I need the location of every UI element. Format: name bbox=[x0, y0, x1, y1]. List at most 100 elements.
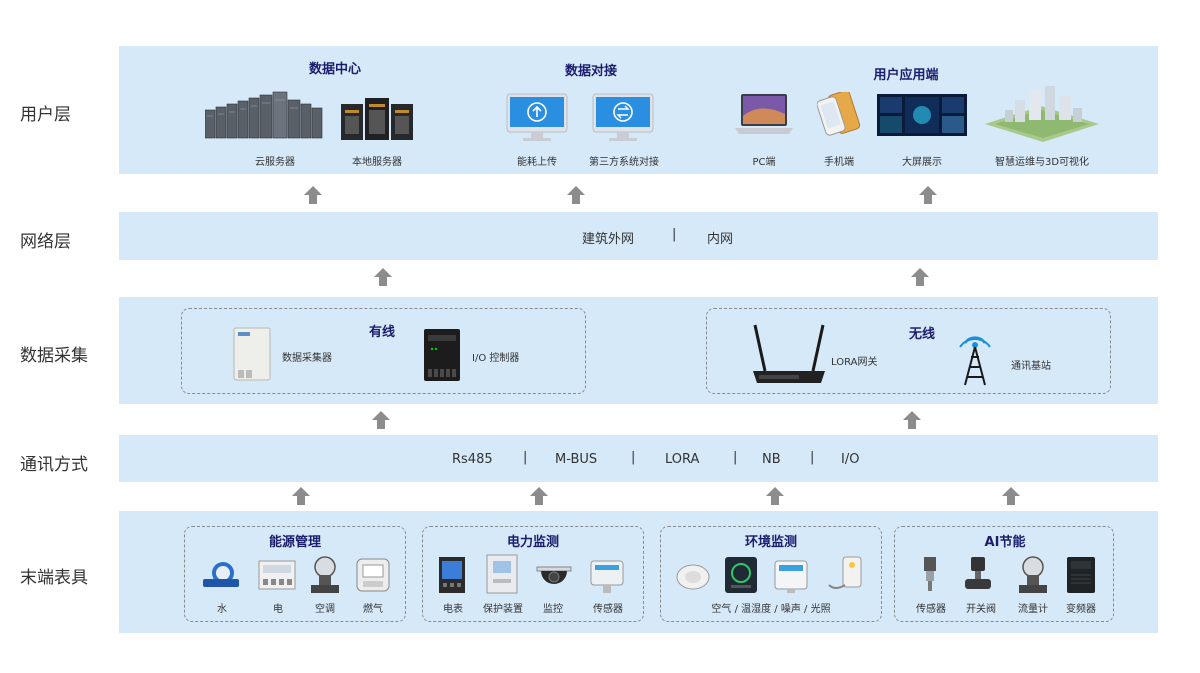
network-layer-band: 建筑外网 | 内网 bbox=[119, 212, 1158, 260]
wired-title: 有线 bbox=[368, 325, 395, 340]
power-meter-label: 电表 bbox=[443, 604, 463, 615]
power-sensor-icon bbox=[590, 560, 624, 593]
energy-group: 能源管理 水 电 空调 燃气 bbox=[184, 526, 406, 622]
ac-label: 空调 bbox=[315, 604, 335, 615]
phone-icon bbox=[817, 92, 861, 136]
comm-separator: | bbox=[631, 450, 636, 465]
local-server-label: 本地服务器 bbox=[352, 157, 402, 168]
campus-3d-icon bbox=[985, 86, 1099, 142]
flow-meter-icon bbox=[1019, 556, 1047, 593]
io-controller-label: I/O 控制器 bbox=[472, 353, 520, 364]
power-title: 电力监测 bbox=[506, 535, 559, 550]
data-collector-icon bbox=[233, 327, 271, 381]
water-meter-icon bbox=[203, 562, 239, 587]
arrow-up-icon bbox=[766, 487, 784, 505]
base-station-label: 通讯基站 bbox=[1011, 361, 1051, 372]
collect-layer-band: 有线 数据采集器 I/O 控制器 无线 LORA网关 通 bbox=[119, 297, 1158, 404]
env-group: 环境监测 空气 / 温湿度 / 噪声 / 光照 bbox=[660, 526, 882, 622]
inverter-icon bbox=[1067, 557, 1095, 593]
comm-separator: | bbox=[733, 450, 738, 465]
arrow-up-icon bbox=[567, 186, 585, 204]
layer-label-terminal: 末端表具 bbox=[20, 568, 88, 588]
electric-meter-icon bbox=[258, 560, 296, 590]
comm-rs485: Rs485 bbox=[452, 452, 493, 467]
switch-valve-label: 开关阀 bbox=[966, 604, 996, 615]
data-collector-label: 数据采集器 bbox=[282, 353, 332, 364]
user-app-title: 用户应用端 bbox=[873, 68, 939, 83]
comm-lora: LORA bbox=[665, 452, 700, 467]
gas-label: 燃气 bbox=[363, 604, 383, 615]
comm-mbus: M-BUS bbox=[555, 452, 598, 467]
cloud-server-label: 云服务器 bbox=[255, 157, 295, 168]
comm-separator: | bbox=[523, 450, 528, 465]
env-caption: 空气 / 温湿度 / 噪声 / 光照 bbox=[711, 604, 831, 615]
arrow-up-icon bbox=[911, 268, 929, 286]
power-sensor-label: 传感器 bbox=[593, 604, 623, 615]
noise-sensor-icon bbox=[774, 560, 808, 593]
third-party-label: 第三方系统对接 bbox=[589, 157, 659, 168]
comm-nb: NB bbox=[762, 452, 781, 467]
campus-3d-label: 智慧运维与3D可视化 bbox=[994, 157, 1090, 168]
water-label: 水 bbox=[217, 604, 227, 615]
power-meter-icon bbox=[439, 557, 465, 593]
lora-gateway-label: LORA网关 bbox=[831, 357, 878, 368]
layer-label-comm: 通讯方式 bbox=[20, 455, 88, 475]
network-internal: 内网 bbox=[707, 232, 734, 247]
terminal-layer-band: 能源管理 水 电 空调 燃气 电力监测 bbox=[119, 511, 1158, 633]
big-screen-icon bbox=[877, 94, 967, 136]
wired-group: 有线 数据采集器 I/O 控制器 bbox=[181, 308, 586, 394]
network-external: 建筑外网 bbox=[582, 232, 635, 247]
third-party-monitor-icon bbox=[592, 93, 654, 141]
arrow-up-icon bbox=[1002, 487, 1020, 505]
temp-humidity-icon bbox=[725, 557, 757, 593]
electric-label: 电 bbox=[273, 604, 283, 615]
env-title: 环境监测 bbox=[744, 535, 797, 550]
pc-label: PC端 bbox=[752, 157, 776, 168]
network-separator: | bbox=[672, 227, 677, 242]
comm-separator: | bbox=[810, 450, 815, 465]
local-server-icon bbox=[341, 98, 413, 140]
air-sensor-icon bbox=[676, 564, 710, 590]
flow-meter-label: 流量计 bbox=[1018, 604, 1048, 615]
comm-layer-band: Rs485 | M-BUS | LORA | NB | I/O bbox=[119, 435, 1158, 482]
arrow-up-icon bbox=[903, 411, 921, 429]
arrow-up-icon bbox=[372, 411, 390, 429]
protection-device-icon bbox=[486, 554, 518, 594]
upload-label: 能耗上传 bbox=[517, 157, 557, 168]
arrow-up-icon bbox=[292, 487, 310, 505]
wireless-group: 无线 LORA网关 通讯基站 bbox=[706, 308, 1111, 394]
ai-sensor-label: 传感器 bbox=[916, 604, 946, 615]
user-layer-band: 数据中心 数据对接 用户应用端 云服务器 本地服务器 bbox=[119, 46, 1158, 174]
ai-title: AI节能 bbox=[984, 535, 1026, 550]
camera-icon bbox=[536, 566, 572, 584]
lora-gateway-icon bbox=[753, 324, 825, 383]
ai-sensor-icon bbox=[924, 557, 936, 591]
base-station-icon bbox=[959, 336, 991, 386]
laptop-icon bbox=[735, 94, 793, 134]
data-dock-title: 数据对接 bbox=[564, 64, 617, 79]
layer-label-collect: 数据采集 bbox=[20, 346, 88, 366]
switch-valve-icon bbox=[965, 557, 991, 589]
gas-meter-icon bbox=[356, 558, 390, 592]
cloud-server-icon bbox=[205, 91, 323, 139]
inverter-label: 变频器 bbox=[1066, 604, 1096, 615]
arrow-up-icon bbox=[304, 186, 322, 204]
data-center-title: 数据中心 bbox=[308, 62, 361, 77]
arrow-up-icon bbox=[374, 268, 392, 286]
power-group: 电力监测 电表 保护装置 监控 传感器 bbox=[422, 526, 644, 622]
light-sensor-icon bbox=[828, 556, 862, 589]
ai-group: AI节能 传感器 开关阀 流量计 变频器 bbox=[894, 526, 1114, 622]
arrow-up-icon bbox=[919, 186, 937, 204]
layer-label-user: 用户层 bbox=[20, 105, 71, 125]
comm-io: I/O bbox=[841, 452, 860, 467]
io-controller-icon bbox=[424, 329, 460, 381]
energy-title: 能源管理 bbox=[268, 535, 321, 550]
wireless-title: 无线 bbox=[908, 327, 935, 342]
ac-meter-icon bbox=[311, 556, 339, 593]
protection-device-label: 保护装置 bbox=[483, 604, 523, 615]
layer-label-network: 网络层 bbox=[20, 232, 71, 252]
big-screen-label: 大屏展示 bbox=[902, 157, 942, 168]
camera-label: 监控 bbox=[543, 604, 563, 615]
mobile-label: 手机端 bbox=[824, 157, 854, 168]
upload-monitor-icon bbox=[506, 93, 568, 141]
